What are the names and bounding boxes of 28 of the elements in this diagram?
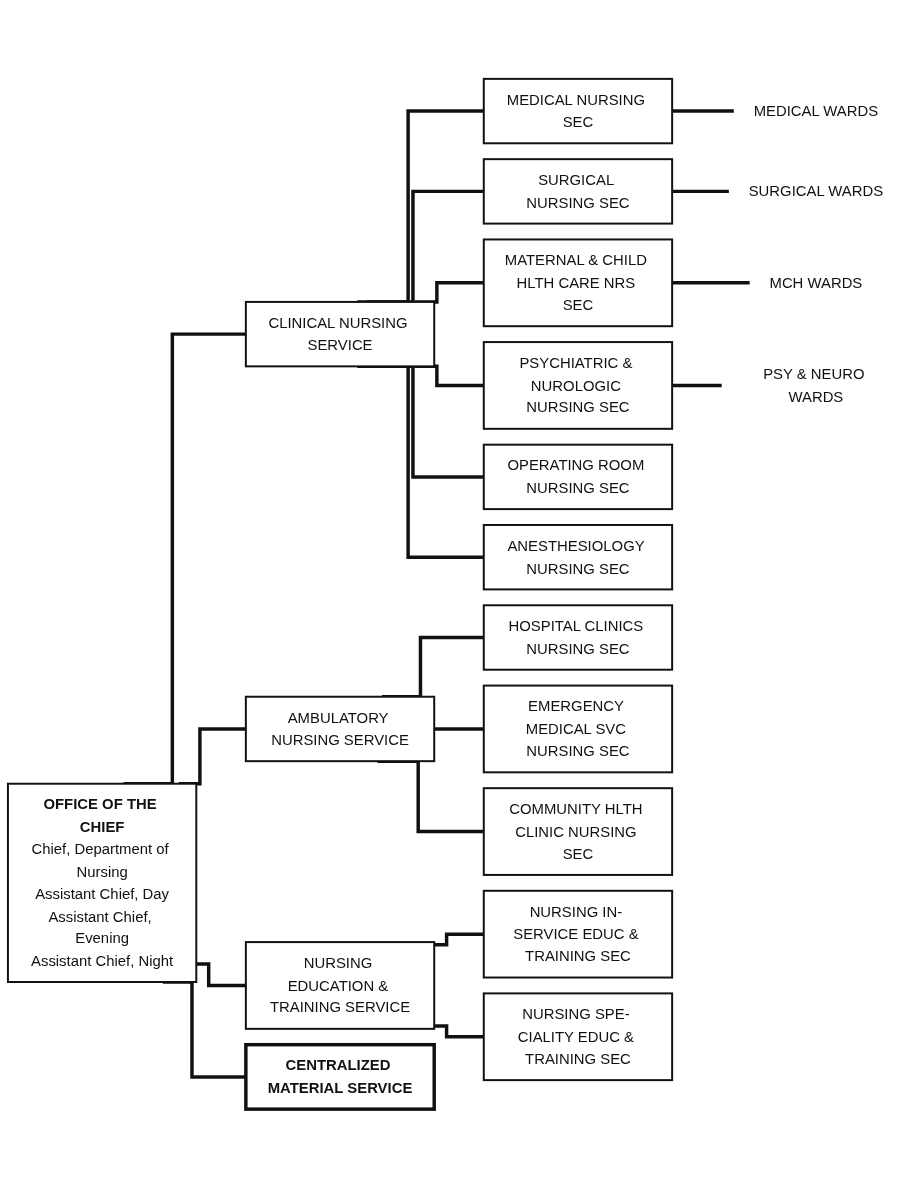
connector <box>672 189 729 194</box>
node-box: CLINICAL NURSING SERVICE <box>244 300 436 368</box>
node-box: OFFICE OF THE CHIEF Chief, Department of Nursing Assistant Chief, Day Assistant Chief, Evening Assistant Chief, Night <box>6 782 198 983</box>
node-box: HOSPITAL CLINICS NURSING SEC <box>482 604 674 671</box>
node-box: CENTRALIZED MATERIAL SERVICE <box>244 1042 436 1111</box>
connector <box>434 727 484 731</box>
node-text: MEDICAL WARDS <box>753 101 879 119</box>
node-text: PSY & NEURO WARDS <box>763 365 865 405</box>
node-text: MCH WARDS <box>769 273 863 291</box>
connector <box>434 932 484 947</box>
node-box: MATERNAL & CHILD HLTH CARE NRS SEC <box>482 238 674 328</box>
node-box: MEDICAL NURSING SEC <box>482 77 674 145</box>
node-box: OPERATING ROOM NURSING SEC <box>482 443 674 511</box>
node-text: SURGICAL WARDS <box>748 182 884 200</box>
node-box: NURSING EDUCATION & TRAINING SERVICE <box>244 941 436 1030</box>
node-box: NURSING SPE- CIALITY EDUC & TRAINING SEC <box>482 992 674 1082</box>
node-box: NURSING IN- SERVICE EDUC & TRAINING SEC <box>482 889 674 979</box>
node-box: ANESTHESIOLOGY NURSING SEC <box>482 524 674 591</box>
connector <box>672 281 750 285</box>
connector <box>434 1024 484 1039</box>
node-box: EMERGENCY MEDICAL SVC NURSING SEC <box>482 684 674 774</box>
node-box: COMMUNITY HLTH CLINIC NURSING SEC <box>482 787 674 876</box>
connector <box>196 962 246 988</box>
node-box: AMBULATORY NURSING SERVICE <box>244 695 436 763</box>
node-box: SURGICAL NURSING SEC <box>482 158 674 225</box>
node-box: PSYCHIATRIC & NUROLOGIC NURSING SEC <box>482 341 674 430</box>
connector <box>672 383 722 388</box>
connector <box>672 109 734 113</box>
